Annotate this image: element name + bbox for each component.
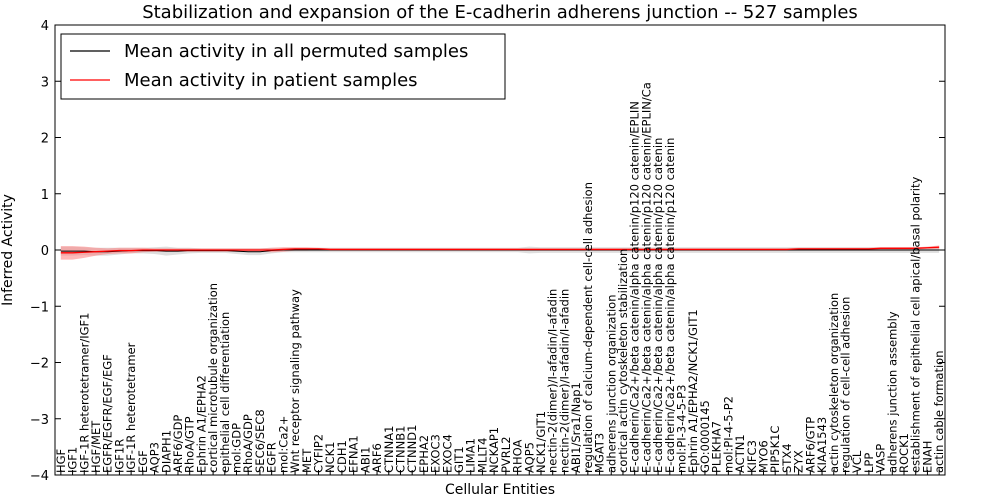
entity-label: nectin-2(dimer)/I-afadin/I-afadin <box>546 289 560 473</box>
entity-label: CYFIP2 <box>311 434 325 473</box>
entity-label: ARF6/GDP <box>171 415 185 473</box>
series-line-1 <box>60 246 940 254</box>
entity-label: MLLT4 <box>475 438 489 474</box>
entity-label: CDH1 <box>335 440 349 473</box>
entity-label: E-cadherin/Ca2+/beta catenin/alpha caten… <box>651 138 665 473</box>
entity-label: actin cytoskeleton organization <box>827 293 841 473</box>
legend-label-patient: Mean activity in patient samples <box>124 70 418 91</box>
entity-label: Wnt receptor signaling pathway <box>288 289 302 473</box>
entity-label: adherens junction organization <box>604 295 618 473</box>
entity-label: CTNNB1 <box>393 426 407 473</box>
y-tick-label: 3 <box>41 75 49 90</box>
legend-label-permuted: Mean activity in all permuted samples <box>124 41 468 62</box>
entity-label: ACTN1 <box>733 434 747 473</box>
entity-label: PVRL2 <box>499 436 513 473</box>
entity-label: HGF <box>54 449 68 473</box>
entity-label: EFNA1 <box>347 435 361 473</box>
y-axis-ticks: 4 3 2 1 0 −1 −2 −3 −4 <box>30 19 945 484</box>
entity-label: ARF6/GTP <box>803 417 817 473</box>
entity-label: IGF1R <box>112 439 126 473</box>
entity-label: KIFC3 <box>745 440 759 473</box>
entity-label: SEC6/SEC8 <box>253 409 267 473</box>
entity-label: regulation of calcium-dependent cell-cel… <box>581 182 595 473</box>
entity-label: PIP5K1C <box>768 426 782 473</box>
entity-label: E-cadherin/Ca2+/beta catenin/alpha caten… <box>663 138 677 473</box>
y-tick-label: −4 <box>30 469 49 484</box>
series-lines <box>60 246 940 254</box>
entity-label: PLEKHA7 <box>710 421 724 473</box>
entity-label: LPP <box>862 453 876 473</box>
entity-label: mol:GDP <box>230 423 244 473</box>
entity-label: regulation of cell-cell adhesion <box>838 297 852 473</box>
entity-label: IGF1 <box>66 447 80 473</box>
entity-label: epithelial cell differentiation <box>218 312 232 473</box>
entity-label: Ephrin A1/EPHA2 <box>194 375 208 473</box>
entity-label: RHOA <box>511 440 525 473</box>
entity-label: HGF/MET <box>89 420 103 473</box>
entity-label: KIAA1543 <box>815 417 829 473</box>
y-axis-label: Inferred Activity <box>0 194 16 306</box>
entity-label: adherens junction assembly <box>885 311 899 473</box>
entity-label: NCK1 <box>323 442 337 474</box>
entity-label: mol:Ca2+ <box>276 416 290 473</box>
y-tick-label: 1 <box>41 188 49 203</box>
entity-label: nectin-2(dimer)/I-afadin/I-afadin <box>557 289 571 473</box>
x-axis-label: Cellular Entities <box>445 482 555 498</box>
entity-label: MGAT3 <box>593 433 607 473</box>
entity-label: EXOC4 <box>440 434 454 473</box>
entity-label: MYO6 <box>756 440 770 473</box>
y-tick-label: −1 <box>30 300 49 315</box>
y-tick-label: −2 <box>30 357 49 372</box>
entity-label: Ephrin A1/EPHA2/NCK1/GIT1 <box>686 309 700 473</box>
entity-label: E-cadherin/Ca2+/beta catenin/alpha caten… <box>639 82 653 473</box>
entity-label: establishment of epithelial cell apical/… <box>909 177 923 473</box>
entity-label: NCKAP1 <box>487 427 501 473</box>
entity-label: DIAPH1 <box>159 430 173 473</box>
entity-label: ROCK1 <box>897 433 911 473</box>
chart-title: Stabilization and expansion of the E-cad… <box>142 2 858 23</box>
entity-label: E-cadherin/Ca2+/beta catenin/alpha caten… <box>628 101 642 473</box>
entity-label: ABI1/Sra1/Nap1 <box>569 382 583 473</box>
y-tick-label: 4 <box>41 19 49 34</box>
entity-label: ABI1 <box>358 447 372 473</box>
entity-label: IGF-1R heterotetramer/IGF1 <box>77 313 91 473</box>
entity-label: AQP5 <box>522 442 536 473</box>
entity-label: STX4 <box>780 443 794 473</box>
legend: Mean activity in all permuted samples Me… <box>60 33 506 100</box>
entity-label: EGF <box>136 450 150 473</box>
entity-label: ZYX <box>792 450 806 473</box>
y-tick-label: 0 <box>41 244 49 259</box>
entity-label: VCL <box>850 450 864 473</box>
entity-label: VASP <box>874 444 888 473</box>
entity-label: CTNNA1 <box>382 426 396 473</box>
entity-label: ARF6 <box>370 443 384 473</box>
legend-box <box>60 33 506 100</box>
y-tick-label: −3 <box>30 413 49 428</box>
entity-label: IGF-1R heterotetramer <box>124 342 138 473</box>
entity-label: cortical actin cytoskeleton stabilizatio… <box>616 249 630 473</box>
entity-label: CTNND1 <box>405 425 419 473</box>
entity-label: RhoA/GDP <box>241 414 255 473</box>
entity-label: EXOC3 <box>429 434 443 473</box>
entity-label: EPHA2 <box>417 435 431 473</box>
y-tick-label: 2 <box>41 132 49 147</box>
entity-label: EGFR <box>265 442 279 473</box>
entity-label: mol:PI-3-4-5-P3 <box>675 385 689 473</box>
entity-label: AQP3 <box>148 442 162 473</box>
entity-label: RhoA/GTP <box>183 416 197 473</box>
entity-label: EGFR/EGFR/EGF/EGF <box>101 354 115 473</box>
entity-label: actin cable formation <box>932 350 946 473</box>
entity-label: MET <box>300 448 314 473</box>
entity-label: ENAH <box>920 441 934 473</box>
entity-label: cortical microtubule organization <box>206 283 220 473</box>
entity-label: LIMA1 <box>464 438 478 473</box>
entity-label: mol:PI-4-5-P2 <box>721 396 735 473</box>
entity-label: GO:0000145 <box>698 400 712 473</box>
entity-label: GIT1 <box>452 446 466 473</box>
entity-label: NCK1/GIT1 <box>534 411 548 473</box>
